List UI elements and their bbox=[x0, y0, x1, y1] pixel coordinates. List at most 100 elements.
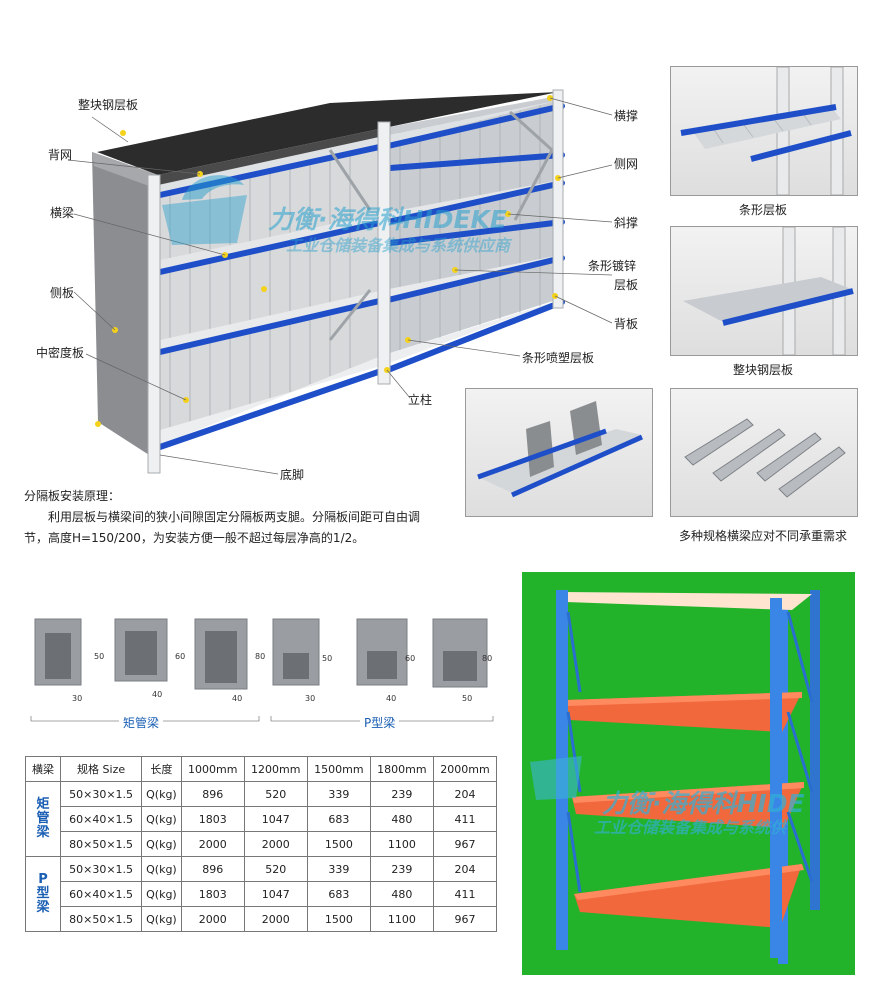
steel-shelf-caption: 整块钢层板 bbox=[732, 363, 793, 377]
cell: 520 bbox=[243, 856, 308, 882]
watermark-brand: 力衡·海得科HIDEKE bbox=[268, 205, 508, 234]
profile-3-height: 80 bbox=[255, 652, 266, 661]
label-back-panel: 背板 bbox=[614, 317, 639, 331]
cell: 1803 bbox=[180, 806, 245, 832]
cell: 204 bbox=[432, 781, 498, 807]
whale-logo bbox=[162, 175, 247, 245]
divider-note-line1: 利用层板与横梁间的狭小间隙固定分隔板两支腿。分隔板间距可自由调 bbox=[48, 510, 421, 524]
beams-caption: 多种规格横梁应对不同承重需求 bbox=[678, 529, 847, 543]
profile-5-height: 60 bbox=[405, 654, 416, 663]
divider-image bbox=[465, 388, 653, 517]
cell: 2000 bbox=[180, 831, 245, 857]
table-row: 矩管梁 50×30×1.5 Q(kg) 896 520 339 239 204 bbox=[25, 781, 498, 857]
table-row: 80×50×1.5 Q(kg) 2000 2000 1500 1100 967 bbox=[26, 831, 498, 857]
header-1800: 1800mm bbox=[369, 756, 434, 782]
cell: 683 bbox=[306, 806, 371, 832]
strip-shelf-caption: 条形层板 bbox=[738, 203, 787, 217]
cell: Q(kg) bbox=[141, 781, 182, 807]
label-back-mesh: 背网 bbox=[48, 148, 73, 162]
cell: 967 bbox=[432, 906, 498, 932]
cell: 683 bbox=[306, 881, 371, 907]
cell: 480 bbox=[369, 806, 434, 832]
label-side-mesh: 侧网 bbox=[614, 157, 639, 171]
cell: 60×40×1.5 bbox=[59, 806, 143, 832]
watermark-subtitle-2: 工业仓储装备集成与系统供 bbox=[594, 818, 787, 837]
divider-note: 分隔板安装原理： 利用层板与横梁间的狭小间隙固定分隔板两支腿。分隔板间距可自由调… bbox=[24, 486, 454, 549]
cell: 896 bbox=[180, 781, 245, 807]
cell: 339 bbox=[306, 781, 371, 807]
cell: Q(kg) bbox=[141, 881, 182, 907]
label-strip-galv: 条形镀锌 bbox=[588, 259, 637, 273]
cell: 239 bbox=[369, 856, 434, 882]
cell: Q(kg) bbox=[141, 906, 182, 932]
profile-2-width: 40 bbox=[152, 690, 163, 699]
profile-4-width: 30 bbox=[305, 694, 316, 703]
label-diagonal-brace: 斜撑 bbox=[614, 216, 639, 230]
header-1500: 1500mm bbox=[306, 756, 371, 782]
cell: 50×30×1.5 bbox=[59, 856, 143, 882]
cell: 967 bbox=[432, 831, 498, 857]
group-box-beam-label: 矩管梁 bbox=[36, 797, 50, 840]
beam-spec-table: 横梁 规格 Size 长度 1000mm 1200mm 1500mm 1800m… bbox=[25, 756, 498, 932]
group-p-beam: P型梁 bbox=[25, 856, 61, 932]
header-beam: 横梁 bbox=[25, 756, 61, 782]
cell: 239 bbox=[369, 781, 434, 807]
cell: 1500 bbox=[306, 831, 371, 857]
profile-1-width: 30 bbox=[72, 694, 83, 703]
header-length: 长度 bbox=[141, 756, 182, 782]
cell: 80×50×1.5 bbox=[59, 831, 143, 857]
header-size: 规格 Size bbox=[59, 756, 143, 782]
cell: 480 bbox=[369, 881, 434, 907]
header-1000: 1000mm bbox=[180, 756, 245, 782]
profile-2-height: 60 bbox=[175, 652, 186, 661]
cell: 1100 bbox=[369, 831, 434, 857]
strip-shelf-image bbox=[670, 66, 858, 196]
cell: 80×50×1.5 bbox=[59, 906, 143, 932]
cell: 60×40×1.5 bbox=[59, 881, 143, 907]
cell: Q(kg) bbox=[141, 831, 182, 857]
label-mdf: 中密度板 bbox=[36, 346, 85, 360]
table-row: 60×40×1.5 Q(kg) 1803 1047 683 480 411 bbox=[26, 881, 498, 907]
cell: 520 bbox=[243, 781, 308, 807]
cell: 1803 bbox=[180, 881, 245, 907]
beam-profiles bbox=[30, 618, 494, 722]
profile-6-width: 50 bbox=[462, 694, 473, 703]
cell: 204 bbox=[432, 856, 498, 882]
divider-note-line2: 节，高度H=150/200，为安装方便一般不超过每层净高的1/2。 bbox=[24, 531, 365, 545]
header-2000: 2000mm bbox=[432, 756, 498, 782]
cell: 2000 bbox=[243, 906, 308, 932]
label-strip-galv-2: 层板 bbox=[614, 278, 639, 292]
p-beam-label: P型梁 bbox=[360, 714, 400, 731]
label-strip-plastic: 条形喷塑层板 bbox=[522, 351, 595, 365]
label-cross-brace: 横撑 bbox=[614, 109, 639, 123]
main-rack-diagram bbox=[67, 89, 613, 475]
label-top-panel: 整块钢层板 bbox=[78, 98, 139, 112]
cell: 1047 bbox=[243, 881, 308, 907]
cell: 339 bbox=[306, 856, 371, 882]
profile-5-width: 40 bbox=[386, 694, 397, 703]
watermark-subtitle: 工业仓储装备集成与系统供应商 bbox=[286, 236, 511, 255]
cell: 896 bbox=[180, 856, 245, 882]
group-box-beam: 矩管梁 bbox=[25, 781, 61, 857]
header-1200: 1200mm bbox=[243, 756, 308, 782]
box-beam-label: 矩管梁 bbox=[119, 714, 164, 731]
beams-image bbox=[670, 388, 858, 517]
table-header-row: 横梁 规格 Size 长度 1000mm 1200mm 1500mm 1800m… bbox=[25, 756, 498, 782]
label-foot: 底脚 bbox=[280, 468, 305, 482]
watermark-brand-2: 力衡·海得科HIDE bbox=[602, 789, 805, 818]
steel-shelf-image bbox=[670, 226, 858, 356]
cell: 1100 bbox=[369, 906, 434, 932]
cell: 411 bbox=[432, 806, 498, 832]
cell: Q(kg) bbox=[141, 806, 182, 832]
table-row: 80×50×1.5 Q(kg) 2000 2000 1500 1100 967 bbox=[26, 906, 498, 932]
label-side-panel: 侧板 bbox=[50, 286, 75, 300]
label-beam: 横梁 bbox=[50, 206, 75, 220]
cell: 1047 bbox=[243, 806, 308, 832]
cell: 1500 bbox=[306, 906, 371, 932]
label-upright: 立柱 bbox=[408, 393, 433, 407]
profile-3-width: 40 bbox=[232, 694, 243, 703]
profile-6-height: 80 bbox=[482, 654, 493, 663]
profile-1-height: 50 bbox=[94, 652, 105, 661]
cell: 2000 bbox=[243, 831, 308, 857]
group-p-beam-label: P型梁 bbox=[36, 872, 50, 915]
